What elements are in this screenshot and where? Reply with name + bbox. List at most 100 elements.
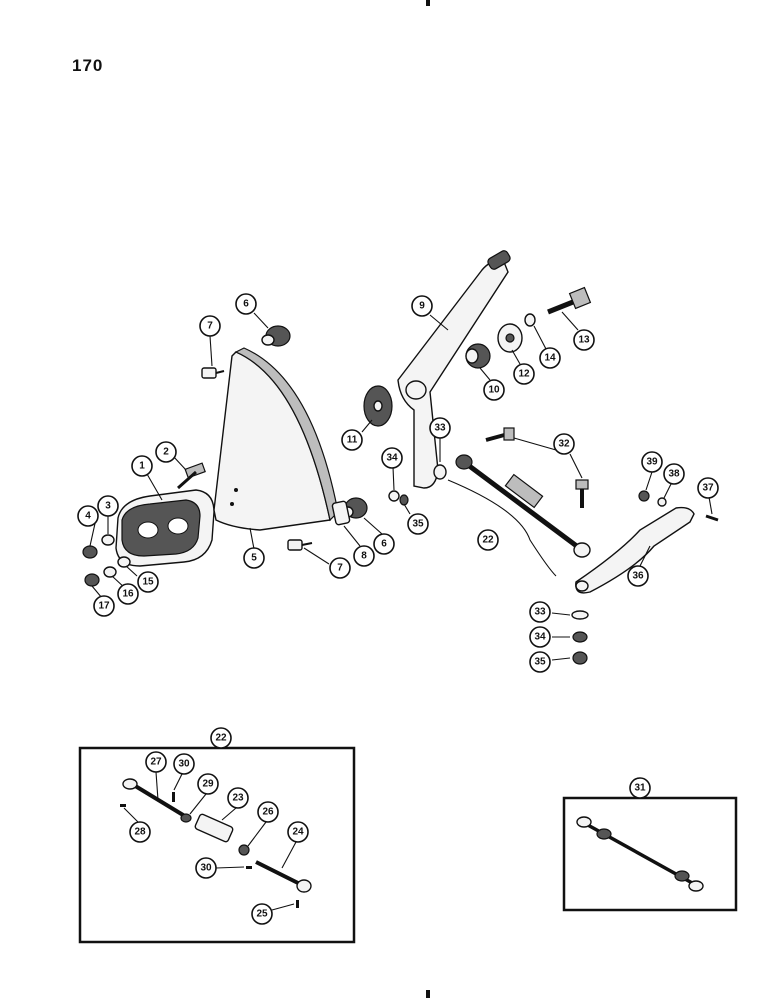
part-friction-disc — [363, 385, 393, 427]
callout-27-label: 27 — [150, 757, 162, 768]
callout-15: 15 — [137, 571, 159, 593]
callout-39: 39 — [641, 451, 663, 473]
callout-23-label: 23 — [232, 793, 244, 804]
callout-30-lower: 30 — [195, 857, 217, 879]
part-bolt-2 — [177, 462, 206, 490]
callout-35-upper-label: 35 — [412, 519, 424, 530]
bottom-registration-mark — [426, 990, 430, 998]
callout-25-label: 25 — [256, 909, 268, 920]
part-spring-washer — [497, 323, 523, 353]
callout-24-label: 24 — [292, 827, 304, 838]
inset-22-frame — [78, 746, 356, 944]
callout-34-lower-label: 34 — [534, 632, 546, 643]
part-bolt-32-lower — [575, 479, 589, 508]
callout-7-lower-label: 7 — [337, 563, 343, 574]
callout-14-label: 14 — [544, 353, 556, 364]
callout-10-label: 10 — [488, 385, 500, 396]
callout-35-lower: 35 — [529, 651, 551, 673]
callout-23: 23 — [227, 787, 249, 809]
callout-28: 28 — [129, 821, 151, 843]
part-nut-35-upper — [399, 494, 409, 506]
callout-39-label: 39 — [646, 457, 658, 468]
callout-11-label: 11 — [347, 435, 358, 446]
callout-25: 25 — [251, 903, 273, 925]
part-mount-bracket — [115, 489, 215, 567]
callout-24: 24 — [287, 821, 309, 843]
callout-37: 37 — [697, 477, 719, 499]
callout-22-main: 22 — [477, 529, 499, 551]
part-bolt-32-upper — [485, 427, 515, 442]
callout-16-label: 16 — [122, 589, 134, 600]
callout-26: 26 — [257, 801, 279, 823]
callout-6-lower-label: 6 — [381, 539, 387, 550]
part-arm — [575, 506, 695, 594]
callout-6-upper: 6 — [235, 293, 257, 315]
callout-37-label: 37 — [702, 483, 714, 494]
part-small-hardware-right — [638, 490, 719, 522]
callout-35-lower-label: 35 — [534, 657, 546, 668]
callout-34-upper-label: 34 — [386, 453, 398, 464]
callout-28-label: 28 — [134, 827, 146, 838]
callout-17: 17 — [93, 595, 115, 617]
callout-10: 10 — [483, 379, 505, 401]
inset-31: 31 — [562, 777, 738, 912]
leader-lines-main — [89, 311, 713, 661]
callout-6-lower: 6 — [373, 533, 395, 555]
callout-29-label: 29 — [202, 779, 214, 790]
callout-12-label: 12 — [518, 369, 530, 380]
part-clip — [331, 500, 351, 526]
callout-4: 4 — [77, 505, 99, 527]
callout-5: 5 — [243, 547, 265, 569]
callout-7-lower: 7 — [329, 557, 351, 579]
callout-30-upper: 30 — [173, 753, 195, 775]
part-long-bolt — [547, 286, 592, 315]
callout-16: 16 — [117, 583, 139, 605]
callout-8-label: 8 — [361, 551, 367, 562]
callout-38: 38 — [663, 463, 685, 485]
callout-33-lower-label: 33 — [534, 607, 546, 618]
part-quadrant-plate — [213, 347, 339, 531]
callout-31: 31 — [629, 777, 651, 799]
callout-7-upper: 7 — [199, 315, 221, 337]
part-knob-upper — [261, 325, 291, 347]
page-number: 170 — [72, 56, 104, 75]
callout-38-label: 38 — [668, 469, 680, 480]
callout-33-upper: 33 — [429, 417, 451, 439]
callout-22-inset-label: 22 — [215, 733, 227, 744]
callout-36-label: 36 — [632, 571, 644, 582]
part-washer-33-lower — [571, 610, 589, 620]
callout-5-label: 5 — [251, 553, 257, 564]
callout-36: 36 — [627, 565, 649, 587]
callout-27: 27 — [145, 751, 167, 773]
top-registration-mark — [426, 0, 430, 6]
callout-34-upper: 34 — [381, 447, 403, 469]
callout-29: 29 — [197, 773, 219, 795]
callout-8: 8 — [353, 545, 375, 567]
part-screw-upper — [201, 367, 225, 379]
callout-13: 13 — [573, 329, 595, 351]
callout-30-lower-label: 30 — [200, 863, 212, 874]
callout-31-label: 31 — [634, 783, 646, 794]
part-turnbuckle-rod — [455, 454, 591, 558]
callout-6-upper-label: 6 — [243, 299, 249, 310]
callout-1: 1 — [131, 455, 153, 477]
leader-22-curve — [447, 479, 557, 577]
callout-32-label: 32 — [558, 439, 570, 450]
inset-31-frame — [562, 796, 738, 912]
callout-33-upper-label: 33 — [434, 423, 446, 434]
part-lever — [397, 250, 511, 489]
part-washer-34-upper — [388, 490, 400, 502]
part-washer-33-upper — [433, 464, 447, 480]
callout-30-upper-label: 30 — [178, 759, 190, 770]
part-screw-lower — [287, 539, 313, 551]
callout-35-upper: 35 — [407, 513, 429, 535]
part-washer-14 — [524, 313, 536, 327]
callout-22-inset: 22 — [210, 727, 232, 749]
callout-26-label: 26 — [262, 807, 274, 818]
callout-17-label: 17 — [98, 601, 110, 612]
callout-1-label: 1 — [139, 461, 145, 472]
callout-33-lower: 33 — [529, 601, 551, 623]
callout-2-label: 2 — [163, 447, 169, 458]
part-nut-35-lower — [572, 651, 588, 665]
